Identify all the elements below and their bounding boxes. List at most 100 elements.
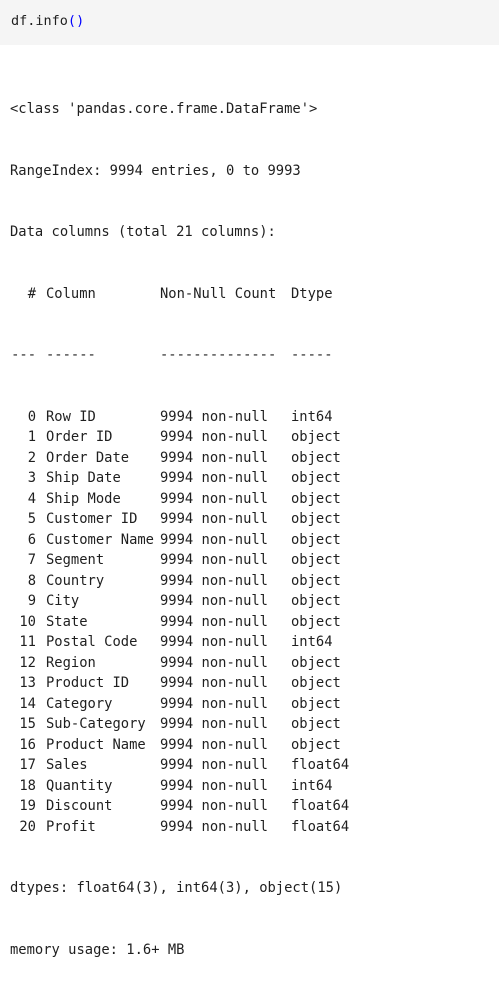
data-columns-line: Data columns (total 21 columns):: [10, 224, 276, 240]
row-column-name: Postal Code: [46, 634, 138, 650]
row-index: 11: [19, 634, 36, 650]
table-row: 11 Postal Code 9994 non-null int64: [10, 632, 371, 653]
row-dtype: float64: [291, 757, 350, 773]
row-column-name: Order ID: [46, 429, 113, 445]
row-index: 14: [19, 695, 36, 712]
table-row: 14 Category 9994 non-null object: [10, 694, 371, 715]
class-line: <class 'pandas.core.frame.DataFrame'>: [10, 101, 318, 117]
header-non-null: Non-Null Count: [160, 285, 277, 302]
row-index: 20: [19, 818, 36, 835]
row-column-name: Customer ID: [46, 511, 138, 527]
row-dtype: object: [291, 654, 341, 671]
row-index: 19: [19, 798, 36, 814]
row-dtype: object: [291, 449, 341, 466]
dtypes-line: dtypes: float64(3), int64(3), object(15): [10, 880, 343, 896]
row-column-name: Order Date: [46, 449, 130, 466]
row-column-name: Country: [46, 572, 105, 589]
row-dtype: object: [291, 572, 341, 589]
code-dot: .: [27, 13, 36, 29]
row-index: 4: [27, 490, 36, 507]
row-index: 8: [27, 572, 36, 589]
table-row: 4 Ship Mode 9994 non-null object: [10, 489, 371, 510]
row-dtype: object: [291, 429, 341, 445]
row-non-null-count: 9994 non-null: [160, 716, 268, 732]
row-dtype: object: [291, 736, 341, 753]
header-column: Column: [46, 285, 96, 302]
row-index: 15: [19, 716, 36, 732]
row-non-null-count: 9994 non-null: [160, 798, 268, 814]
row-column-name: Ship Mode: [46, 490, 121, 507]
row-dtype: float64: [291, 818, 350, 835]
row-column-name: Quantity: [46, 777, 113, 794]
row-non-null-count: 9994 non-null: [160, 531, 268, 548]
memory-usage-line: memory usage: 1.6+ MB: [10, 941, 185, 958]
row-column-name: Ship Date: [46, 470, 121, 486]
row-column-name: State: [46, 613, 88, 630]
row-index: 3: [27, 470, 36, 486]
row-dtype: object: [291, 511, 341, 527]
row-non-null-count: 9994 non-null: [160, 634, 268, 650]
row-non-null-count: 9994 non-null: [160, 572, 268, 589]
row-dtype: object: [291, 490, 341, 507]
row-dtype: object: [291, 675, 341, 691]
row-dtype: object: [291, 716, 341, 732]
header-index: #: [27, 285, 36, 302]
row-non-null-count: 9994 non-null: [160, 449, 268, 466]
row-column-name: Product ID: [46, 675, 130, 691]
row-dtype: int64: [291, 408, 333, 425]
row-column-name: Region: [46, 654, 96, 671]
row-column-name: Row ID: [46, 408, 96, 425]
header-dtype: Dtype: [291, 285, 333, 302]
table-separator-row: ----------------------------: [10, 345, 371, 366]
separator-dtype: -----: [291, 347, 333, 363]
row-column-name: Segment: [46, 552, 105, 568]
separator-index: ---: [11, 347, 36, 363]
separator-column: ------: [46, 347, 96, 363]
row-index: 18: [19, 777, 36, 794]
row-non-null-count: 9994 non-null: [160, 777, 268, 794]
row-column-name: Discount: [46, 798, 113, 814]
row-index: 13: [19, 675, 36, 691]
row-column-name: Sub-Category: [46, 716, 146, 732]
row-column-name: Sales: [46, 757, 88, 773]
table-row: 15 Sub-Category 9994 non-null object: [10, 714, 371, 735]
row-column-name: City: [46, 593, 80, 609]
table-row: 19 Discount 9994 non-null float64: [10, 796, 371, 817]
row-index: 12: [19, 654, 36, 671]
row-index: 2: [27, 449, 36, 466]
code-method: info: [35, 13, 68, 29]
row-column-name: Category: [46, 695, 113, 712]
row-non-null-count: 9994 non-null: [160, 490, 268, 507]
code-object: df: [11, 13, 28, 29]
row-index: 5: [27, 511, 36, 527]
row-column-name: Profit: [46, 818, 96, 835]
row-dtype: float64: [291, 798, 350, 814]
code-open-paren: (: [67, 13, 77, 29]
row-non-null-count: 9994 non-null: [160, 511, 268, 527]
code-input-cell[interactable]: df.info(): [0, 0, 499, 45]
separator-non-null: --------------: [160, 347, 277, 363]
row-non-null-count: 9994 non-null: [160, 695, 268, 712]
row-index: 1: [27, 429, 36, 445]
row-column-name: Product Name: [46, 736, 146, 753]
row-index: 6: [27, 531, 36, 548]
row-dtype: object: [291, 695, 341, 712]
table-row: 8 Country 9994 non-null object: [10, 571, 371, 592]
row-non-null-count: 9994 non-null: [160, 757, 268, 773]
row-non-null-count: 9994 non-null: [160, 552, 268, 568]
row-dtype: int64: [291, 634, 333, 650]
row-non-null-count: 9994 non-null: [160, 408, 268, 425]
row-non-null-count: 9994 non-null: [160, 593, 268, 609]
row-dtype: object: [291, 593, 341, 609]
row-dtype: object: [291, 531, 341, 548]
